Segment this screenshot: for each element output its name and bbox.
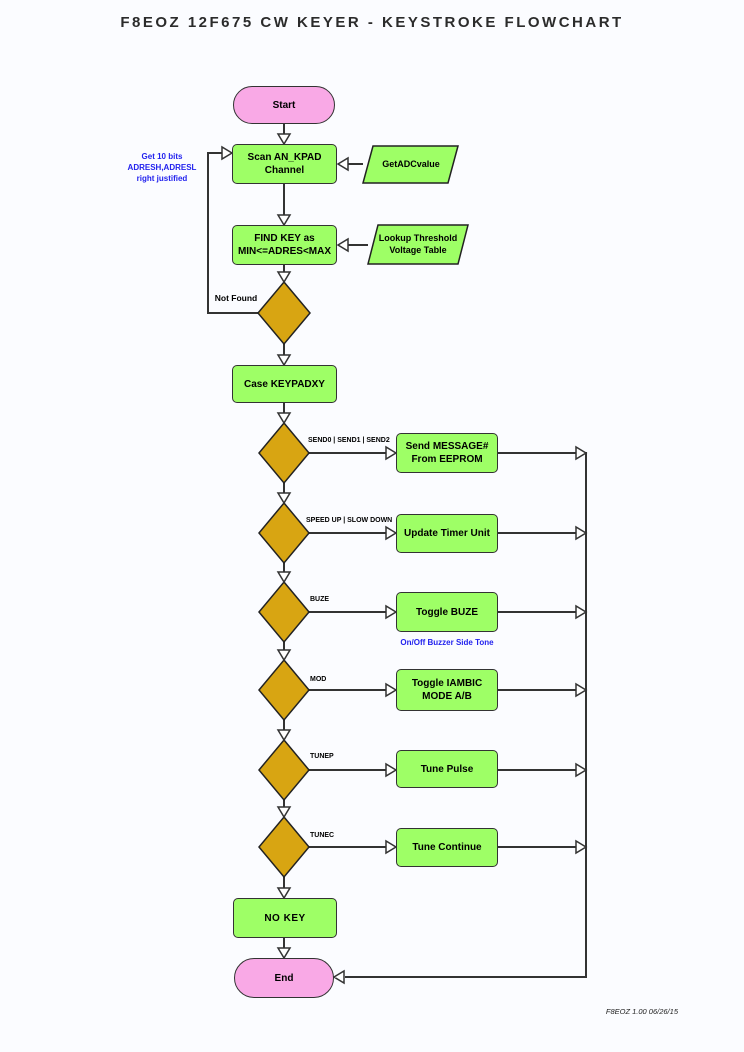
decision-buze-diamond xyxy=(258,580,310,644)
arrowheads xyxy=(221,133,588,985)
decision-key-found-diamond xyxy=(257,280,311,346)
version-credit: F8EOZ 1.00 06/26/15 xyxy=(605,1007,678,1016)
condition-speed: SPEED UP | SLOW DOWN xyxy=(306,517,393,524)
not-found-label: Not Found xyxy=(214,293,258,303)
condition-send: SEND0 | SEND1 | SEND2 xyxy=(308,437,390,444)
action-toggle-iambic: Toggle IAMBIC MODE A/B xyxy=(396,669,498,711)
buzzer-side-tone-note: On/Off Buzzer Side Tone xyxy=(400,638,494,647)
condition-mod: MOD xyxy=(310,676,327,683)
action-tune-continue: Tune Continue xyxy=(396,828,498,867)
process-no-key: NO KEY xyxy=(233,898,337,938)
condition-buze: BUZE xyxy=(310,596,330,603)
condition-tunec: TUNEC xyxy=(310,832,335,839)
action-send-message: Send MESSAGE# From EEPROM xyxy=(396,433,498,473)
io-lookup-label: Lookup Threshold Voltage Table xyxy=(378,232,458,255)
action-tune-pulse: Tune Pulse xyxy=(396,750,498,788)
action-toggle-buze: Toggle BUZE xyxy=(396,592,498,632)
io-getadc-parallelogram xyxy=(362,145,459,184)
condition-tunep: TUNEP xyxy=(310,753,334,760)
process-scan-an-kpad: Scan AN_KPAD Channel xyxy=(232,144,337,184)
process-find-key: FIND KEY as MIN<=ADRES<MAX xyxy=(232,225,337,265)
io-getadc-label: GetADCvalue xyxy=(382,158,440,169)
page-title: F8EOZ 12F675 CW KEYER - KEYSTROKE FLOWCH… xyxy=(120,14,624,31)
adc-note: Get 10 bits ADRESH,ADRESL right justifie… xyxy=(127,152,197,183)
decision-speed-diamond xyxy=(258,501,310,565)
end-terminator: End xyxy=(234,958,334,998)
decision-mod-diamond xyxy=(258,658,310,722)
start-terminator: Start xyxy=(233,86,335,124)
decision-tunep-diamond xyxy=(258,738,310,802)
process-case-keypadxy: Case KEYPADXY xyxy=(232,365,337,403)
decision-tunec-diamond xyxy=(258,815,310,879)
connector-lines xyxy=(207,124,587,978)
action-update-timer: Update Timer Unit xyxy=(396,514,498,553)
io-lookup-parallelogram xyxy=(367,224,469,265)
decision-send-diamond xyxy=(258,421,310,485)
